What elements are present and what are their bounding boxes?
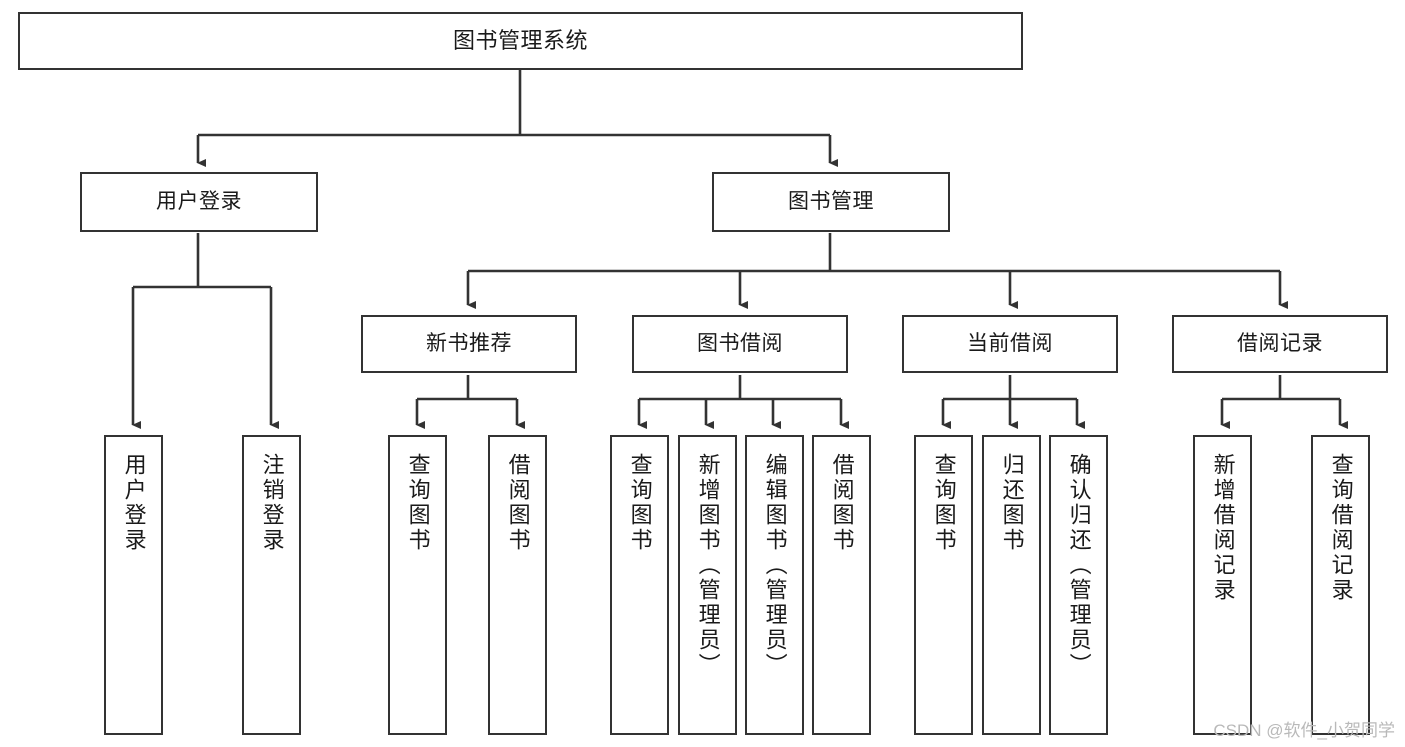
node-leaf-user-login[interactable]: 用户登录 bbox=[104, 435, 163, 735]
node-user-login[interactable]: 用户登录 bbox=[80, 172, 318, 232]
node-root-system[interactable]: 图书管理系统 bbox=[18, 12, 1023, 70]
node-label: 借阅记录 bbox=[1237, 331, 1323, 355]
node-label: 查询图书 bbox=[405, 453, 431, 553]
node-label: 注销登录 bbox=[259, 453, 285, 553]
node-leaf-user-logout[interactable]: 注销登录 bbox=[242, 435, 301, 735]
node-label: 用户登录 bbox=[121, 453, 147, 553]
csdn-watermark: CSDN @软件_小贺同学 bbox=[1213, 721, 1395, 740]
node-leaf-add-record[interactable]: 新增借阅记录 bbox=[1193, 435, 1252, 735]
node-label: 查询图书 bbox=[627, 453, 653, 553]
node-leaf-query-book-3[interactable]: 查询图书 bbox=[914, 435, 973, 735]
node-label: 当前借阅 bbox=[967, 331, 1053, 355]
node-book-manage[interactable]: 图书管理 bbox=[712, 172, 950, 232]
node-label: 新书推荐 bbox=[426, 331, 512, 355]
node-label: 用户登录 bbox=[156, 189, 242, 213]
node-leaf-return-book[interactable]: 归还图书 bbox=[982, 435, 1041, 735]
node-label: 查询借阅记录 bbox=[1328, 453, 1354, 603]
node-leaf-borrow-book-1[interactable]: 借阅图书 bbox=[488, 435, 547, 735]
node-borrow-record[interactable]: 借阅记录 bbox=[1172, 315, 1388, 373]
node-label: 图书借阅 bbox=[697, 331, 783, 355]
node-leaf-confirm-return[interactable]: 确认归还（管理员） bbox=[1049, 435, 1108, 735]
node-label: 编辑图书（管理员） bbox=[762, 453, 788, 678]
node-label: 借阅图书 bbox=[505, 453, 531, 553]
node-current-borrow[interactable]: 当前借阅 bbox=[902, 315, 1118, 373]
node-leaf-borrow-book-2[interactable]: 借阅图书 bbox=[812, 435, 871, 735]
node-label: 新增图书（管理员） bbox=[695, 453, 721, 678]
node-leaf-edit-book[interactable]: 编辑图书（管理员） bbox=[745, 435, 804, 735]
node-label: 新增借阅记录 bbox=[1210, 453, 1236, 603]
node-new-book-recommend[interactable]: 新书推荐 bbox=[361, 315, 577, 373]
node-leaf-query-book-1[interactable]: 查询图书 bbox=[388, 435, 447, 735]
node-leaf-query-book-2[interactable]: 查询图书 bbox=[610, 435, 669, 735]
node-leaf-add-book[interactable]: 新增图书（管理员） bbox=[678, 435, 737, 735]
node-label: 确认归还（管理员） bbox=[1066, 453, 1092, 678]
node-label: 借阅图书 bbox=[829, 453, 855, 553]
node-leaf-query-record[interactable]: 查询借阅记录 bbox=[1311, 435, 1370, 735]
node-label: 图书管理 bbox=[788, 189, 874, 213]
node-book-borrow[interactable]: 图书借阅 bbox=[632, 315, 848, 373]
node-label: 查询图书 bbox=[931, 453, 957, 553]
node-label: 图书管理系统 bbox=[452, 28, 588, 54]
node-label: 归还图书 bbox=[999, 453, 1025, 553]
